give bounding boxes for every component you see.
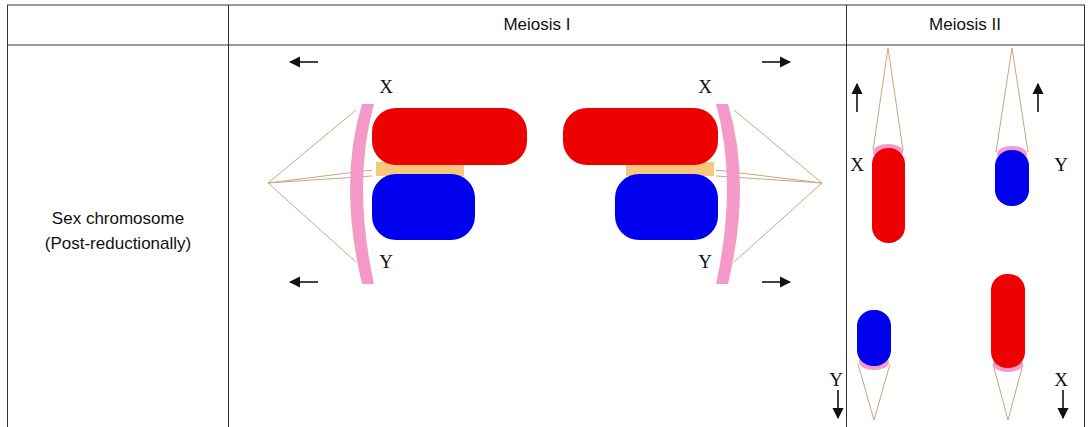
chromosome-label: X (850, 154, 864, 176)
column-header: Meiosis I (503, 15, 570, 35)
chromosome-label: Y (1054, 154, 1068, 176)
direction-arrows (838, 84, 1063, 418)
chromosome-label: Y (829, 369, 843, 391)
direction-arrow (762, 61, 790, 63)
x-chromatid (872, 148, 905, 243)
table-grid (7, 5, 1085, 427)
direction-arrow (290, 281, 318, 283)
chromosome-label: Y (698, 251, 712, 273)
kinetochore-plate (350, 104, 374, 284)
chromosome-label: X (379, 76, 393, 98)
direction-arrow (290, 61, 318, 63)
meiosis-ii-spindles (858, 48, 1028, 420)
row-header: Sex chromosome (Post-reductionally) (38, 207, 198, 256)
x-chromatid (991, 274, 1025, 368)
direction-arrow (762, 281, 790, 283)
y-chromosome (372, 174, 475, 240)
chromosome-label: X (1054, 369, 1068, 391)
y-chromatid (995, 150, 1029, 206)
x-chromosome (372, 108, 527, 165)
kinetochore-plate (716, 104, 740, 284)
column-header: Meiosis II (929, 15, 1001, 35)
y-chromosome (615, 174, 718, 240)
chromosome-label: Y (379, 251, 393, 273)
y-chromatid (857, 310, 891, 366)
chromosome-label: X (698, 76, 712, 98)
x-chromosome (563, 108, 718, 165)
